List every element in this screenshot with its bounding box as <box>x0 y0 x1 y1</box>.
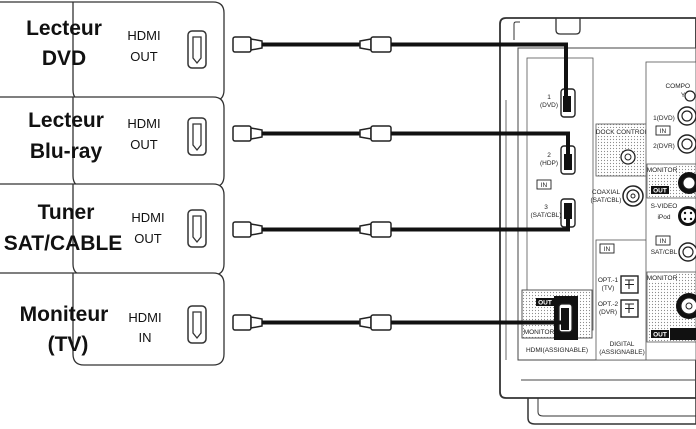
svg-text:iPod: iPod <box>657 214 670 221</box>
svg-text:IN: IN <box>660 238 667 245</box>
dock-control-section: DOCK CONTROL <box>595 123 651 177</box>
in-tag: IN <box>599 243 615 254</box>
in-tag: IN <box>655 235 671 246</box>
svg-text:S-VIDEO: S-VIDEO <box>651 203 678 210</box>
device-name-line2: (TV) <box>48 333 89 356</box>
out-tag: OUT <box>538 300 552 307</box>
hdmi-label: HDMI <box>131 210 164 225</box>
device-name-line1: Lecteur <box>26 17 102 40</box>
svg-text:2(DVR): 2(DVR) <box>653 143 675 150</box>
component-input-2: 2(DVR) <box>653 134 696 154</box>
hdmi-label: HDMI <box>127 116 160 131</box>
optical-input-1: OPT.-1 (TV) <box>598 275 639 294</box>
svg-text:MONITOR: MONITOR <box>647 275 678 282</box>
device-bluray-player: Lecteur Blu-ray HDMI OUT <box>0 96 225 188</box>
hdmi-cable-sat <box>232 221 392 238</box>
hdmi-input-label: (HDP) <box>540 160 558 167</box>
hdmi-plug-icon <box>564 203 572 219</box>
svg-text:(DVR): (DVR) <box>599 309 617 316</box>
device-name-line2: Blu-ray <box>30 140 103 163</box>
device-name-line1: Lecteur <box>28 109 104 132</box>
device-dvd-player: Lecteur DVD HDMI OUT <box>0 1 225 102</box>
hdmi-label: HDMI <box>128 310 161 325</box>
hdmi-port-icon <box>187 305 207 344</box>
svg-text:SAT/CBL: SAT/CBL <box>651 249 678 256</box>
hdmi-port-icon <box>187 117 207 156</box>
digital-assignable-label: (ASSIGNABLE) <box>599 349 645 356</box>
device-sat-cable-tuner: Tuner SAT/CABLE HDMI OUT <box>0 183 225 276</box>
svg-text:OUT: OUT <box>653 332 667 339</box>
svg-text:IN: IN <box>660 128 667 135</box>
hdmi-plug-icon <box>564 154 572 170</box>
svg-text:OUT: OUT <box>653 188 667 195</box>
svideo-ipod-input: S-VIDEO iPod <box>651 203 696 226</box>
component-header: COMPO <box>665 83 690 90</box>
device-name-line1: Moniteur <box>20 303 109 326</box>
port-direction-label: OUT <box>130 49 158 64</box>
hdmi-input-number: 1 <box>547 94 551 101</box>
svg-text:OPT.-1: OPT.-1 <box>598 277 619 284</box>
port-direction-label: IN <box>139 330 152 345</box>
component-monitor-out: MONITOR OUT <box>646 163 696 199</box>
hdmi-cable-monitor <box>232 314 392 331</box>
hdmi-cables-left <box>232 36 392 331</box>
digital-label: DIGITAL <box>610 341 635 348</box>
hdmi-plug-icon <box>563 96 571 112</box>
port-direction-label: OUT <box>130 137 158 152</box>
optical-input-2: OPT.-2 (DVR) <box>598 299 639 318</box>
component-top-jack <box>684 90 696 102</box>
hdmi-input-label: (DVD) <box>540 102 558 109</box>
svg-text:(SAT/CBL): (SAT/CBL) <box>591 197 622 204</box>
device-name-line2: SAT/CABLE <box>4 232 123 255</box>
coaxial-input: COAXIAL (SAT/CBL) <box>591 185 644 207</box>
video-monitor-out: MONITOR OUT <box>646 271 696 343</box>
hdmi-port-icon <box>187 30 207 69</box>
svg-text:(TV): (TV) <box>602 285 615 292</box>
av-receiver-rear-panel: 1 (DVD) 2 (HDP) IN 3 (SAT/CBL) OUT <box>499 17 696 425</box>
monitor-label: MONITOR <box>524 329 555 336</box>
hdmi-assignable-label: HDMI(ASSIGNABLE) <box>526 347 588 354</box>
device-box <box>0 272 225 366</box>
hdmi-input-number: 2 <box>547 152 551 159</box>
svg-text:IN: IN <box>604 246 611 253</box>
svg-text:IN: IN <box>541 182 548 189</box>
svg-text:MONITOR: MONITOR <box>647 167 678 174</box>
component-y-label: Y <box>681 92 686 99</box>
hdmi-port-icon <box>187 209 207 248</box>
hdmi-input-section <box>526 57 594 331</box>
hdmi-plug-icon <box>561 308 569 330</box>
hdmi-label: HDMI <box>127 28 160 43</box>
device-box <box>0 183 225 276</box>
device-monitor-tv: Moniteur (TV) HDMI IN <box>0 272 225 366</box>
sat-cbl-video-input: SAT/CBL <box>651 242 696 262</box>
hdmi-cable-bluray <box>232 125 392 142</box>
dock-control-label: DOCK CONTROL <box>596 129 649 136</box>
device-name-line1: Tuner <box>38 201 95 224</box>
hdmi-cables-right <box>391 42 572 330</box>
device-name-line2: DVD <box>42 47 86 70</box>
hdmi-cable-dvd <box>232 36 392 53</box>
svg-text:COAXIAL: COAXIAL <box>592 189 621 196</box>
svg-text:1(DVD): 1(DVD) <box>653 115 675 122</box>
in-tag: IN <box>655 125 671 136</box>
svg-text:OPT.-2: OPT.-2 <box>598 301 619 308</box>
hdmi-input-number: 3 <box>544 204 548 211</box>
port-direction-label: OUT <box>134 231 162 246</box>
component-input-1: 1(DVD) <box>653 106 696 126</box>
in-tag: IN <box>536 179 552 190</box>
hdmi-input-label: (SAT/CBL) <box>531 212 562 219</box>
